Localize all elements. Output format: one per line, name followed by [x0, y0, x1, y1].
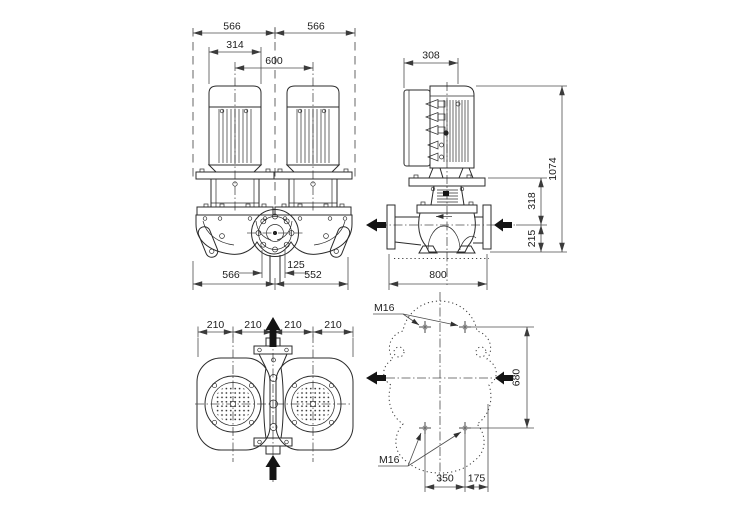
plan-view: 210 210 210 210 [194, 317, 354, 482]
dim-label-314: 314 [226, 39, 244, 51]
dim-label-125: 125 [287, 259, 305, 271]
discharge-flow-arrow-icon [366, 218, 386, 232]
base-contour [383, 300, 497, 474]
foundation-suction-arrow-icon [495, 371, 513, 385]
outlet-flow-arrow-icon [265, 317, 281, 347]
dim-350-175: 350 175 [424, 404, 489, 492]
dim-label-680: 680 [511, 369, 523, 387]
port-boss-left [393, 346, 405, 358]
discharge-flange [386, 204, 422, 250]
dim-label-1074: 1074 [547, 157, 559, 181]
port-boss-right [475, 346, 487, 358]
side-view: 308 [366, 50, 567, 290]
foundation-discharge-arrow-icon [366, 371, 386, 385]
dim-600: 600 [235, 55, 313, 71]
foot-lug-right [329, 226, 351, 258]
suction-flow-arrow-icon [494, 218, 512, 232]
dim-label-210-4: 210 [324, 319, 342, 331]
suction-flange [473, 204, 492, 250]
dim-label-210-1: 210 [207, 319, 225, 331]
dim-label-566-top-left: 566 [223, 21, 241, 33]
dim-label-318: 318 [526, 192, 538, 210]
bolt-label-top: M16 [374, 302, 395, 314]
dim-label-175: 175 [468, 473, 486, 485]
dim-800: 800 [388, 254, 488, 290]
dim-label-566-top-right: 566 [307, 21, 325, 33]
bolt-callout-bottom: M16 [378, 431, 462, 467]
dim-label-552: 552 [304, 269, 322, 281]
dim-1074: 1074 [476, 85, 567, 253]
foundation-view: M16 M16 680 350 175 [366, 292, 534, 492]
dim-125: 125 [239, 259, 308, 276]
dim-label-210-2: 210 [244, 319, 262, 331]
pump-volute-side [418, 212, 477, 254]
bolt-label-bottom: M16 [379, 454, 400, 466]
pump-casing-plan [253, 322, 293, 482]
dim-318: 318 [488, 177, 547, 225]
dim-308: 308 [403, 50, 459, 88]
cable-glands-icon [425, 98, 446, 162]
dim-label-800: 800 [429, 269, 447, 281]
dim-label-210-3: 210 [284, 319, 302, 331]
dim-label-308: 308 [422, 50, 440, 62]
dim-label-566-bottom: 566 [222, 269, 240, 281]
dim-label-215: 215 [526, 230, 538, 248]
motor-side [403, 85, 475, 179]
inlet-flow-arrow-icon [265, 455, 281, 480]
dim-680: 680 [471, 326, 534, 429]
foot-lug-left [197, 226, 219, 258]
dim-bottom-566-552: 566 552 [192, 257, 349, 290]
dim-215: 215 [516, 224, 547, 252]
dim-label-350: 350 [436, 473, 454, 485]
pump-head-side [408, 174, 486, 214]
dim-top-566-566: 566 566 [193, 21, 355, 39]
bolt-callout-top: M16 [373, 302, 459, 327]
center-port-flange [247, 209, 303, 257]
dim-label-600: 600 [265, 55, 283, 67]
front-view: 566 566 314 600 [192, 21, 356, 290]
